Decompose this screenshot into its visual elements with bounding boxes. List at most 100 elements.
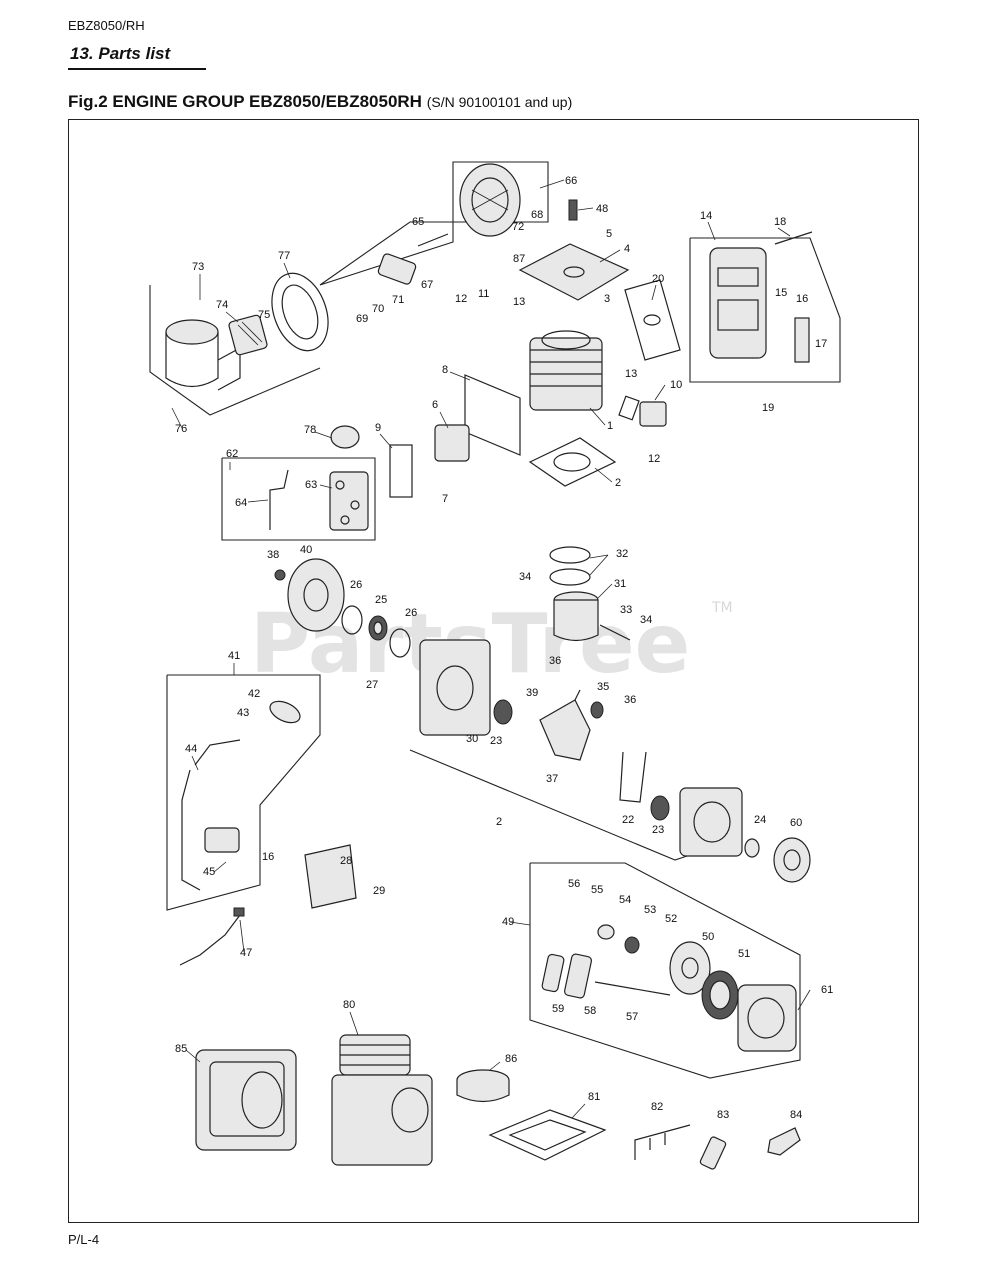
part-gasket-22	[619, 751, 647, 803]
callout-5: 5	[606, 228, 612, 240]
callout-18: 18	[774, 216, 786, 228]
callout-82: 82	[651, 1101, 663, 1113]
callout-17: 17	[815, 338, 827, 350]
callout-86: 86	[505, 1053, 517, 1065]
callout-30: 30	[466, 733, 478, 745]
callout-4: 4	[624, 243, 630, 255]
part-engine-assembly-80	[331, 1034, 433, 1166]
part-pawl-54	[597, 924, 615, 940]
callout-23-left: 23	[490, 735, 502, 747]
callout-62: 62	[226, 448, 238, 460]
callout-51: 51	[738, 948, 750, 960]
callout-13-right: 13	[625, 368, 637, 380]
callout-58: 58	[584, 1005, 596, 1017]
callout-37: 37	[546, 773, 558, 785]
part-bearing-23a	[493, 699, 513, 725]
callout-2: 2	[615, 477, 621, 489]
callout-24: 24	[754, 814, 766, 826]
part-rings-32	[549, 546, 591, 586]
part-engine-assembly-85	[195, 1049, 297, 1151]
callout-65: 65	[412, 216, 424, 228]
part-cap-42	[269, 700, 301, 724]
callout-76: 76	[175, 423, 187, 435]
callout-43: 43	[237, 707, 249, 719]
callout-36-left: 36	[549, 655, 561, 667]
part-intake-10	[639, 401, 667, 427]
callout-49: 49	[502, 916, 514, 928]
part-cap-86	[456, 1069, 510, 1103]
callout-69: 69	[356, 313, 368, 325]
callout-32: 32	[616, 548, 628, 560]
part-gear-53	[624, 936, 640, 954]
part-tool-82	[634, 1124, 691, 1160]
callout-57: 57	[626, 1011, 638, 1023]
callout-47: 47	[240, 947, 252, 959]
part-tool-83	[699, 1136, 727, 1170]
callout-83: 83	[717, 1109, 729, 1121]
part-cylinder-1	[529, 330, 603, 411]
callout-66: 66	[565, 175, 577, 187]
callout-77: 77	[278, 250, 290, 262]
part-gasket-2	[528, 437, 617, 487]
part-filter-16	[794, 317, 810, 363]
part-fuel-tank-41	[181, 739, 241, 891]
callout-71: 71	[392, 294, 404, 306]
callout-84: 84	[790, 1109, 802, 1121]
part-crankcase-2	[419, 639, 491, 736]
part-tool-84	[767, 1127, 801, 1156]
callout-63: 63	[305, 479, 317, 491]
callout-1: 1	[607, 420, 613, 432]
part-rope-57	[594, 981, 671, 996]
callout-80: 80	[343, 999, 355, 1011]
part-spring-51	[701, 970, 739, 1020]
part-bearing-25	[368, 615, 388, 641]
callout-55: 55	[591, 884, 603, 896]
callout-78: 78	[304, 424, 316, 436]
part-piston-31	[553, 591, 599, 642]
section-underline	[68, 68, 206, 70]
callout-40: 40	[300, 544, 312, 556]
part-starter-case-49	[737, 984, 797, 1052]
part-carburetor-63	[329, 471, 369, 531]
callout-20: 20	[652, 273, 664, 285]
callout-34-right: 34	[640, 614, 652, 626]
callout-74: 74	[216, 299, 228, 311]
callout-labels: 1 2 2 3 4 5 6 7 8 9 10 11 12 12 13 13 14…	[175, 175, 833, 1121]
callout-23-right: 23	[652, 824, 664, 836]
page-number: P/L-4	[68, 1232, 100, 1247]
callout-39: 39	[526, 687, 538, 699]
callout-85: 85	[175, 1043, 187, 1055]
callout-19: 19	[762, 402, 774, 414]
callout-73: 73	[192, 261, 204, 273]
callout-12-top: 12	[455, 293, 467, 305]
callout-70: 70	[372, 303, 384, 315]
callout-64: 64	[235, 497, 247, 509]
part-bolt-18	[774, 231, 813, 245]
callout-81: 81	[588, 1091, 600, 1103]
callout-48: 48	[596, 203, 608, 215]
callout-3: 3	[604, 293, 610, 305]
part-muffler-plate-74	[228, 314, 268, 356]
part-gasket-20	[624, 279, 681, 361]
part-bearing-23b	[650, 795, 670, 821]
callout-33: 33	[620, 604, 632, 616]
callout-26-right: 26	[405, 607, 417, 619]
callout-41: 41	[228, 650, 240, 662]
callout-6: 6	[432, 399, 438, 411]
callout-67: 67	[421, 279, 433, 291]
part-starter-reel-50	[669, 941, 711, 995]
callout-54: 54	[619, 894, 631, 906]
callout-38: 38	[267, 549, 279, 561]
callout-75: 75	[258, 309, 270, 321]
callout-2-crankcase: 2	[496, 816, 502, 828]
callout-22: 22	[622, 814, 634, 826]
callout-50: 50	[702, 931, 714, 943]
part-bolt-65	[417, 233, 449, 247]
callout-26-left: 26	[350, 579, 362, 591]
callout-36-right: 36	[624, 694, 636, 706]
part-rod-64	[269, 469, 289, 530]
callout-15: 15	[775, 287, 787, 299]
callout-53: 53	[644, 904, 656, 916]
serial-note: (S/N 90100101 and up)	[426, 94, 573, 110]
callout-72: 72	[512, 221, 524, 233]
